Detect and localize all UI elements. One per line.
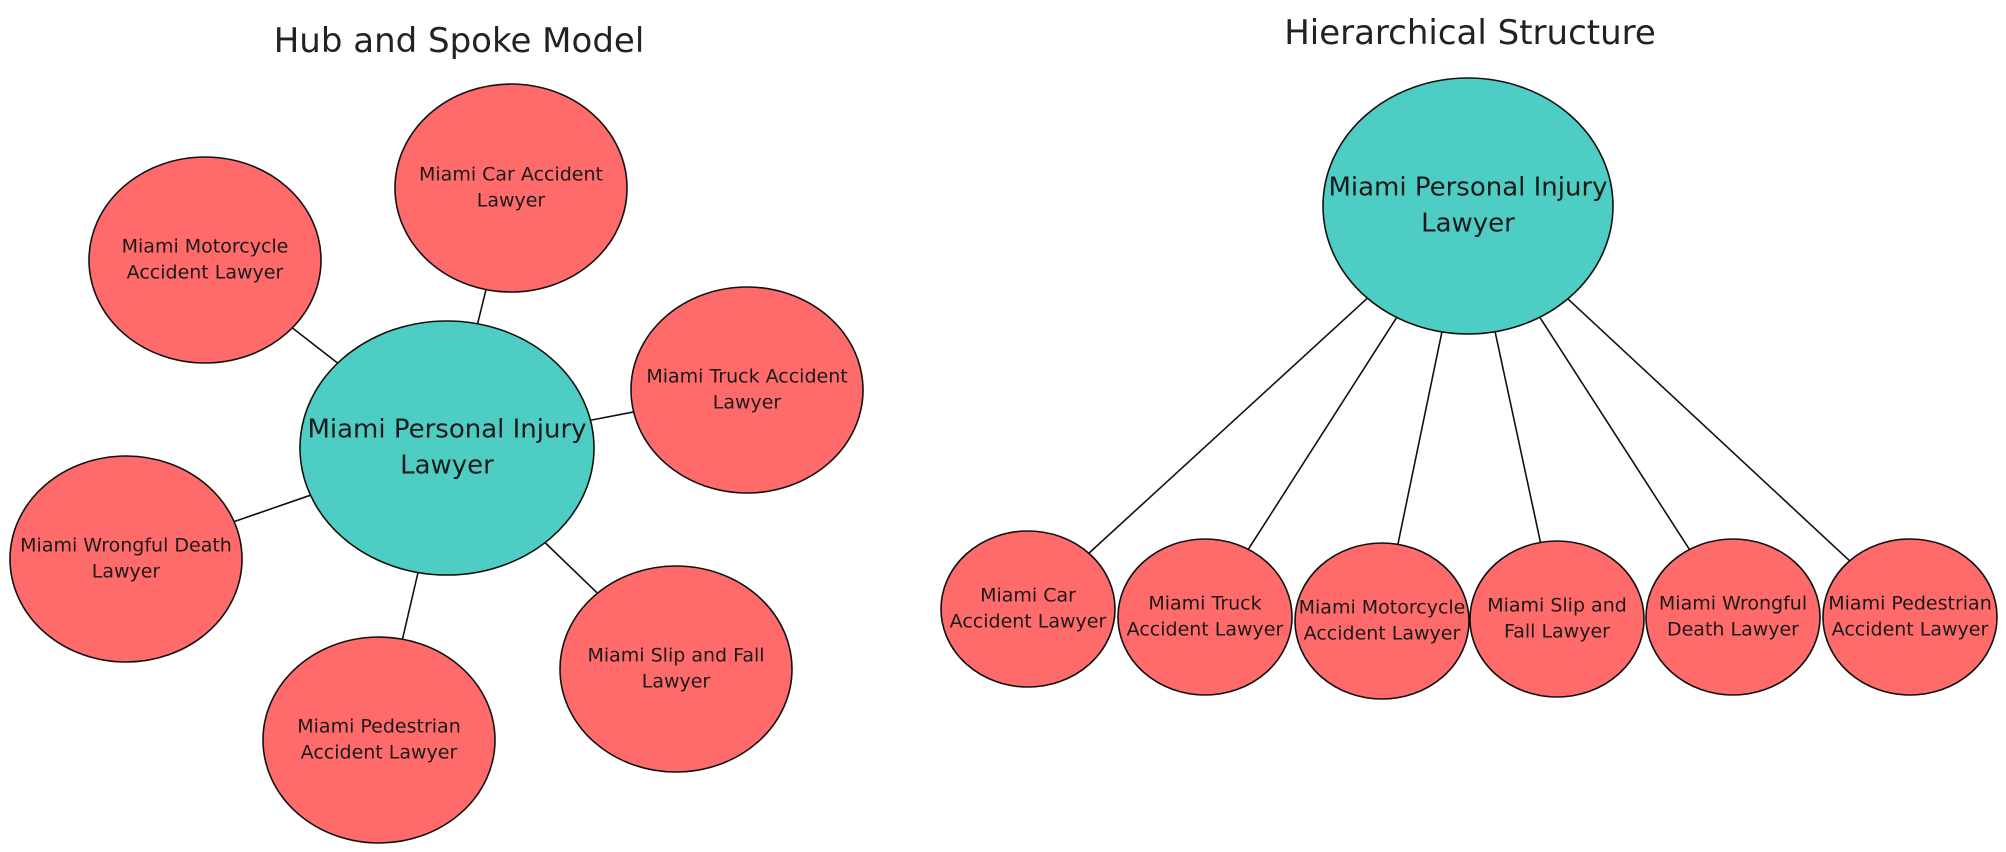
hub-spoke-edge-pedestrian bbox=[401, 572, 419, 640]
child-node-car-label-line: Miami Car bbox=[980, 584, 1076, 606]
spoke-node-motorcycle-label-line: Miami Motorcycle bbox=[122, 235, 289, 257]
child-node-slip-fall-label-line: Fall Lawyer bbox=[1504, 621, 1610, 643]
spoke-node-car-label-line: Lawyer bbox=[477, 190, 546, 212]
hierarchy-diagram: Hierarchical Structure Miami Personal In… bbox=[940, 13, 1998, 700]
child-node-wrongful-death-label-line: Death Lawyer bbox=[1667, 619, 1799, 641]
child-node-truck-shape bbox=[1117, 538, 1293, 696]
spoke-node-truck-label-line: Miami Truck Accident bbox=[646, 365, 847, 387]
hub-spoke-edge-truck bbox=[590, 411, 634, 422]
hub-spoke-edges bbox=[233, 289, 634, 640]
hierarchy-edge-pedestrian bbox=[1567, 298, 1851, 562]
child-node-slip-fall-shape bbox=[1469, 540, 1645, 698]
root-node-shape bbox=[1322, 77, 1614, 335]
spoke-node-pedestrian-shape bbox=[262, 636, 496, 844]
spoke-node-motorcycle-shape bbox=[88, 156, 322, 364]
child-node-wrongful-death-label-line: Miami Wrongful bbox=[1659, 592, 1807, 614]
hierarchy-edge-motorcycle bbox=[1397, 331, 1443, 545]
spoke-node-truck-label-line: Lawyer bbox=[713, 392, 782, 414]
hierarchy-edge-slip-fall bbox=[1494, 331, 1542, 543]
child-node-motorcycle-label-line: Accident Lawyer bbox=[1304, 623, 1461, 645]
spoke-node-car-shape bbox=[394, 83, 628, 293]
hub-node-label-line: Miami Personal Injury bbox=[307, 415, 586, 445]
spoke-node-pedestrian-label-line: Accident Lawyer bbox=[301, 742, 458, 764]
root-node-label-line: Lawyer bbox=[1421, 208, 1515, 238]
hub-spoke-title: Hub and Spoke Model bbox=[274, 21, 645, 61]
hierarchy-edge-wrongful-death bbox=[1539, 316, 1691, 550]
child-node-pedestrian-label-line: Miami Pedestrian bbox=[1828, 592, 1992, 614]
spoke-node-truck-shape bbox=[630, 286, 864, 494]
child-node-pedestrian-label-line: Accident Lawyer bbox=[1832, 619, 1989, 641]
spoke-node-wrongful-death-shape bbox=[9, 455, 243, 663]
spoke-node-wrongful-death-label-line: Lawyer bbox=[92, 561, 161, 583]
hub-spoke-edge-car bbox=[476, 289, 487, 324]
hub-spoke-edge-slip-fall bbox=[544, 542, 599, 594]
hierarchy-edge-truck bbox=[1247, 317, 1398, 550]
spoke-node-pedestrian-label-line: Miami Pedestrian bbox=[297, 715, 461, 737]
child-node-pedestrian-shape bbox=[1822, 538, 1998, 696]
spoke-node-motorcycle-label-line: Accident Lawyer bbox=[127, 262, 284, 284]
root-node-label-line: Miami Personal Injury bbox=[1328, 173, 1607, 203]
hierarchy-edges bbox=[1088, 297, 1851, 562]
spoke-node-slip-fall-shape bbox=[559, 565, 793, 773]
spoke-node-slip-fall-label-line: Miami Slip and Fall bbox=[587, 644, 764, 666]
spoke-node-slip-fall-label-line: Lawyer bbox=[642, 671, 711, 693]
child-node-truck-label-line: Miami Truck bbox=[1148, 592, 1261, 614]
hub-spoke-diagram: Hub and Spoke Model Miami Personal Injur… bbox=[9, 21, 864, 844]
hierarchy-edge-car bbox=[1088, 297, 1368, 554]
hierarchy-title: Hierarchical Structure bbox=[1284, 13, 1656, 53]
child-node-wrongful-death-shape bbox=[1645, 538, 1821, 696]
hub-node-shape bbox=[299, 320, 595, 576]
spoke-node-wrongful-death-label-line: Miami Wrongful Death bbox=[20, 534, 232, 556]
hub-spoke-edge-motorcycle bbox=[291, 327, 339, 364]
child-node-slip-fall-label-line: Miami Slip and bbox=[1487, 594, 1627, 616]
child-node-car-label-line: Accident Lawyer bbox=[950, 611, 1107, 633]
hub-spoke-edge-wrongful-death bbox=[233, 494, 311, 523]
hub-node-label-line: Lawyer bbox=[400, 450, 494, 480]
spoke-node-car-label-line: Miami Car Accident bbox=[419, 163, 603, 185]
child-node-motorcycle-label-line: Miami Motorcycle bbox=[1299, 596, 1466, 618]
child-node-truck-label-line: Accident Lawyer bbox=[1127, 619, 1284, 641]
child-node-car-shape bbox=[940, 530, 1116, 688]
child-node-motorcycle-shape bbox=[1294, 542, 1470, 700]
